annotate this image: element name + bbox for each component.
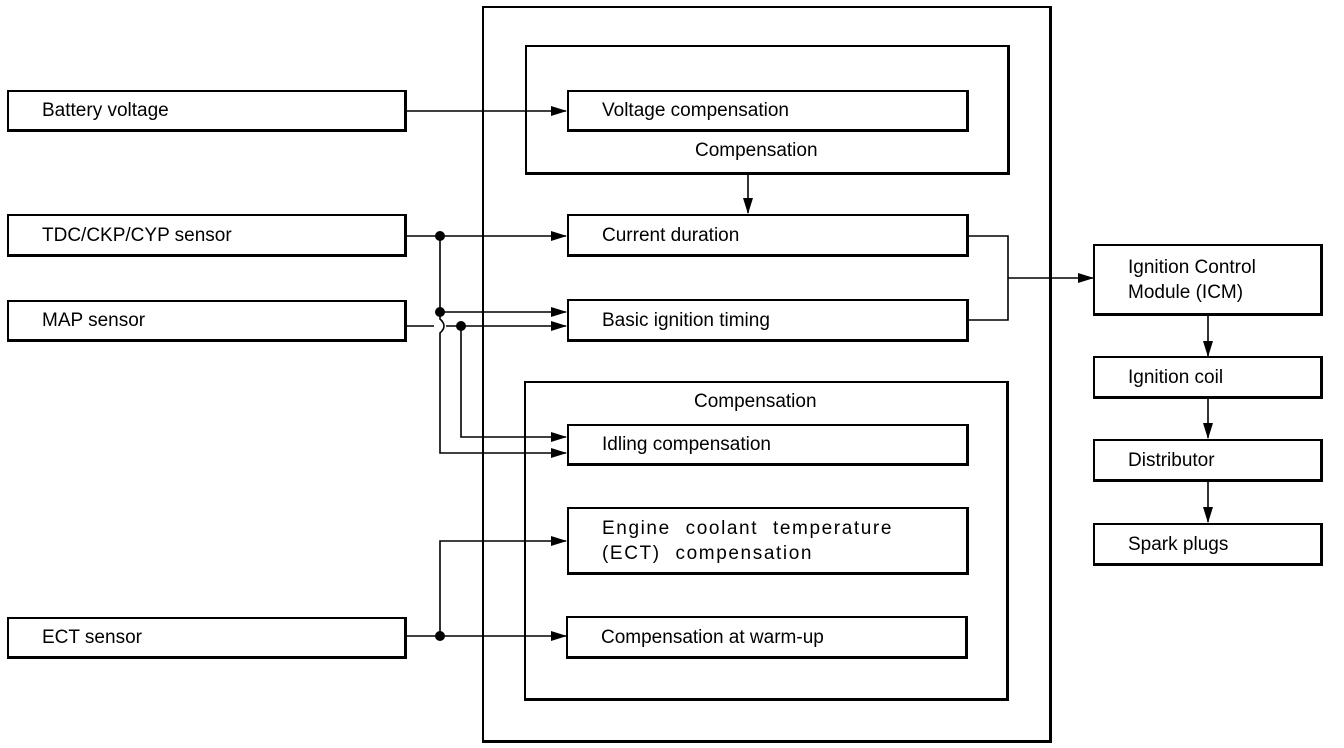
bottom-compensation-group [524,381,1009,701]
distributor-box: Distributor [1093,439,1323,482]
idling-compensation-box: Idling compensation [567,424,969,466]
ect-compensation-box: Engine coolant temperature (ECT) compens… [567,507,969,575]
warmup-compensation-box: Compensation at warm-up [566,616,968,659]
ecm-outer-frame [482,6,1052,743]
ect-sensor-box: ECT sensor [7,617,407,659]
current-duration-box: Current duration [567,214,969,257]
spark-plugs-box: Spark plugs [1093,523,1323,566]
tdc-sensor-box: TDC/CKP/CYP sensor [7,214,407,257]
icm-box: Ignition Control Module (ICM) [1093,244,1323,316]
tdc-to-idling-line [439,312,567,458]
junction-dot [435,631,445,641]
battery-voltage-box: Battery voltage [7,90,407,132]
junction-dot [435,307,445,317]
junction-dot [435,231,445,241]
junction-dot [456,321,466,331]
top-compensation-group [525,45,1010,175]
basic-ignition-timing-box: Basic ignition timing [567,299,969,342]
top-compensation-label: Compensation [695,140,818,161]
ignition-coil-box: Ignition coil [1093,356,1323,399]
voltage-compensation-box: Voltage compensation [567,90,969,132]
bottom-compensation-label: Compensation [694,391,817,412]
map-to-idling-line [460,326,567,442]
map-sensor-box: MAP sensor [7,300,407,342]
